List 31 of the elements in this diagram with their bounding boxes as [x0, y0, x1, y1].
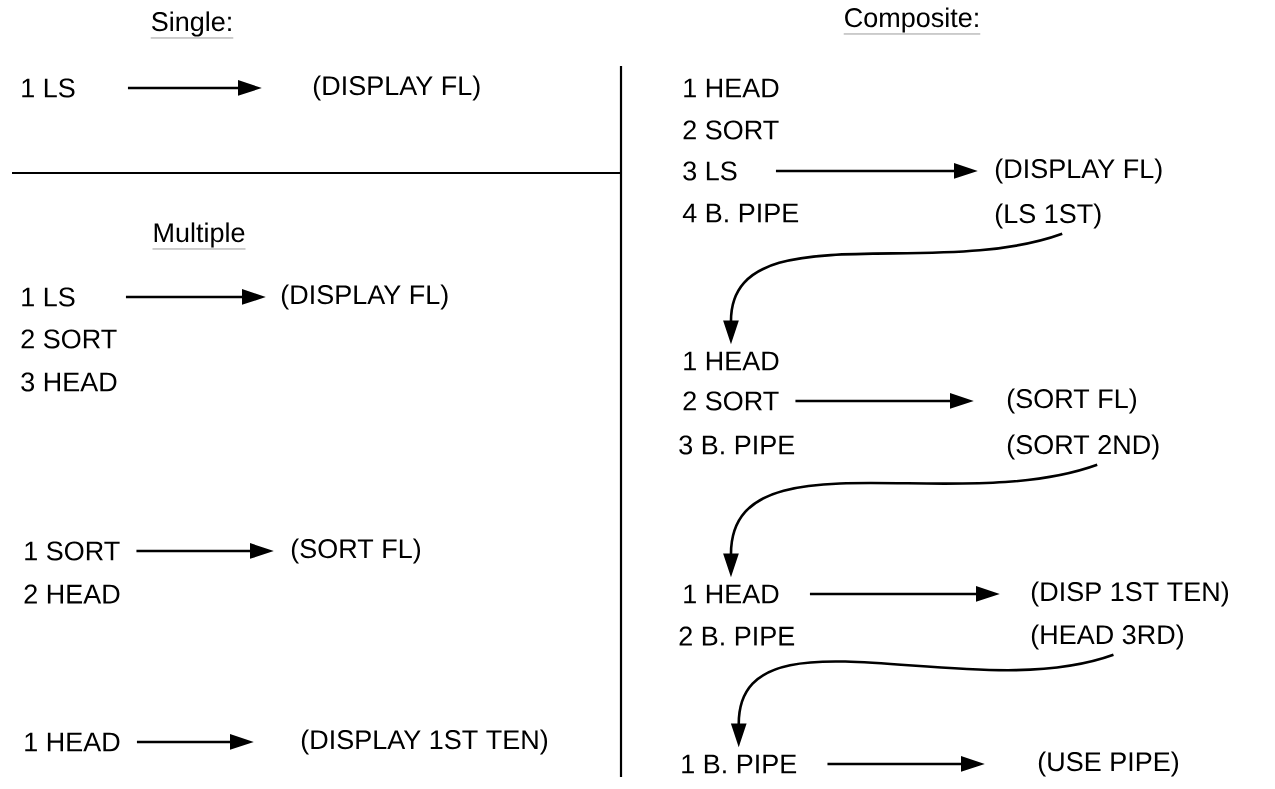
- heading: Multiple: [152, 222, 246, 250]
- step-text: 4 B. PIPE: [682, 203, 799, 223]
- result-text: (DISPLAY FL): [995, 158, 1162, 184]
- step-text: 2 B. PIPE: [679, 626, 795, 646]
- step-text: 2 SORT: [683, 391, 779, 411]
- step-text: 1 SORT: [25, 541, 120, 561]
- result-text: (USE PIPE): [1038, 751, 1179, 777]
- result-text: (SORT FL): [291, 538, 421, 564]
- step-text: 1 HEAD: [25, 732, 120, 752]
- result-text: (DISPLAY FL): [313, 75, 480, 101]
- step-text: 1 HEAD: [684, 78, 779, 98]
- result-text: (SORT 2ND): [1007, 434, 1159, 460]
- step-text: 1 B. PIPE: [682, 754, 797, 774]
- step-text: 3 HEAD: [21, 372, 117, 392]
- step-text: 1 LS: [22, 78, 75, 98]
- step-text: 1 HEAD: [684, 351, 779, 371]
- step-text: 2 HEAD: [24, 584, 120, 604]
- heading: Composite:: [843, 7, 981, 35]
- result-text: (DISPLAY FL): [281, 284, 448, 310]
- heading: Single:: [150, 11, 234, 39]
- step-text: 2 SORT: [683, 120, 779, 140]
- result-text: (LS 1ST): [995, 203, 1101, 229]
- result-text: (SORT FL): [1007, 388, 1137, 414]
- result-text: (DISPLAY 1ST TEN): [301, 729, 548, 755]
- result-text: (HEAD 3RD): [1031, 624, 1183, 650]
- step-text: 1 HEAD: [684, 584, 779, 604]
- step-text: 1 LS: [22, 287, 75, 307]
- step-text: 3 B. PIPE: [679, 435, 795, 455]
- step-text: 3 LS: [683, 161, 737, 181]
- step-text: 2 SORT: [21, 329, 117, 349]
- result-text: (DISP 1ST TEN): [1031, 581, 1229, 607]
